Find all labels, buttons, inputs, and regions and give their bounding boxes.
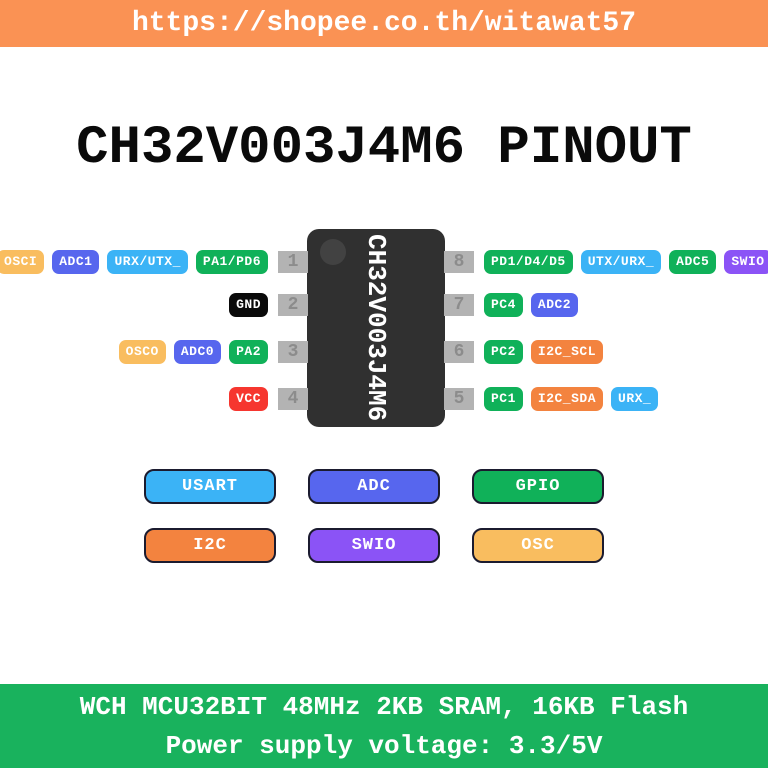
pin-1-labels: OSCI ADC1 URX/UTX_ PA1/PD6 xyxy=(0,250,268,274)
pin-label-pa1-pd6: PA1/PD6 xyxy=(195,250,268,274)
pin-label-i2c-sda: I2C_SDA xyxy=(530,387,604,411)
pin-label-urx-utx: URX/UTX_ xyxy=(107,250,188,274)
pin-label-pc1: PC1 xyxy=(484,387,523,411)
legend: USART ADC GPIO I2C SWIO OSC xyxy=(144,469,604,563)
legend-swio: SWIO xyxy=(308,528,440,563)
pin-label-i2c-scl: I2C_SCL xyxy=(530,340,604,364)
pin-5-stub: 5 xyxy=(444,388,474,410)
pin-label-vcc: VCC xyxy=(229,387,268,411)
pin-6-stub: 6 xyxy=(444,341,474,363)
pin-label-osco: OSCO xyxy=(118,340,166,364)
pin-6-labels: PC2 I2C_SCL xyxy=(484,340,768,364)
pin-8-stub: 8 xyxy=(444,251,474,273)
footer-voltage: Power supply voltage: 3.3/5V xyxy=(165,730,603,761)
chip-label: CH32V003J4M6 xyxy=(361,234,391,422)
pin-label-pc2: PC2 xyxy=(484,340,523,364)
chip-body: CH32V003J4M6 xyxy=(307,229,445,427)
pin-label-adc1: ADC1 xyxy=(52,250,100,274)
pin-7-labels: PC4 ADC2 xyxy=(484,293,768,317)
pin-label-urx: URX_ xyxy=(611,387,659,411)
pin-label-osci: OSCI xyxy=(0,250,45,274)
pin-label-pd1-d4-d5: PD1/D4/D5 xyxy=(484,250,573,274)
pin-label-pa2: PA2 xyxy=(229,340,268,364)
legend-osc: OSC xyxy=(472,528,604,563)
legend-usart: USART xyxy=(144,469,276,504)
pin-8-labels: PD1/D4/D5 UTX/URX_ ADC5 SWIO xyxy=(484,250,768,274)
pin-2-stub: 2 xyxy=(278,294,308,316)
pin-3-labels: OSCO ADC0 PA2 xyxy=(0,340,268,364)
pin-4-labels: VCC xyxy=(0,387,268,411)
pin-label-pc4: PC4 xyxy=(484,293,523,317)
pin-5-labels: PC1 I2C_SDA URX_ xyxy=(484,387,768,411)
legend-adc: ADC xyxy=(308,469,440,504)
pin-4-stub: 4 xyxy=(278,388,308,410)
pin-3-stub: 3 xyxy=(278,341,308,363)
legend-gpio: GPIO xyxy=(472,469,604,504)
pin-7-stub: 7 xyxy=(444,294,474,316)
pin1-marker-dot xyxy=(320,239,346,265)
pin-1-stub: 1 xyxy=(278,251,308,273)
pin-label-utx-urx: UTX/URX_ xyxy=(580,250,662,274)
page-title: CH32V003J4M6 PINOUT xyxy=(76,118,692,179)
footer-banner: WCH MCU32BIT 48MHz 2KB SRAM, 16KB Flash … xyxy=(0,684,768,768)
pin-2-labels: GND xyxy=(0,293,268,317)
legend-i2c: I2C xyxy=(144,528,276,563)
pin-label-swio: SWIO xyxy=(724,250,768,274)
pin-label-adc5: ADC5 xyxy=(669,250,717,274)
pin-label-adc0: ADC0 xyxy=(173,340,222,364)
footer-specs: WCH MCU32BIT 48MHz 2KB SRAM, 16KB Flash xyxy=(79,691,689,722)
shop-url-banner: https://shopee.co.th/witawat57 xyxy=(0,0,768,47)
shop-url-link[interactable]: https://shopee.co.th/witawat57 xyxy=(131,8,637,39)
pin-label-adc2: ADC2 xyxy=(530,293,579,317)
pin-label-gnd: GND xyxy=(229,293,268,317)
chip-label-wrap: CH32V003J4M6 xyxy=(307,229,445,427)
